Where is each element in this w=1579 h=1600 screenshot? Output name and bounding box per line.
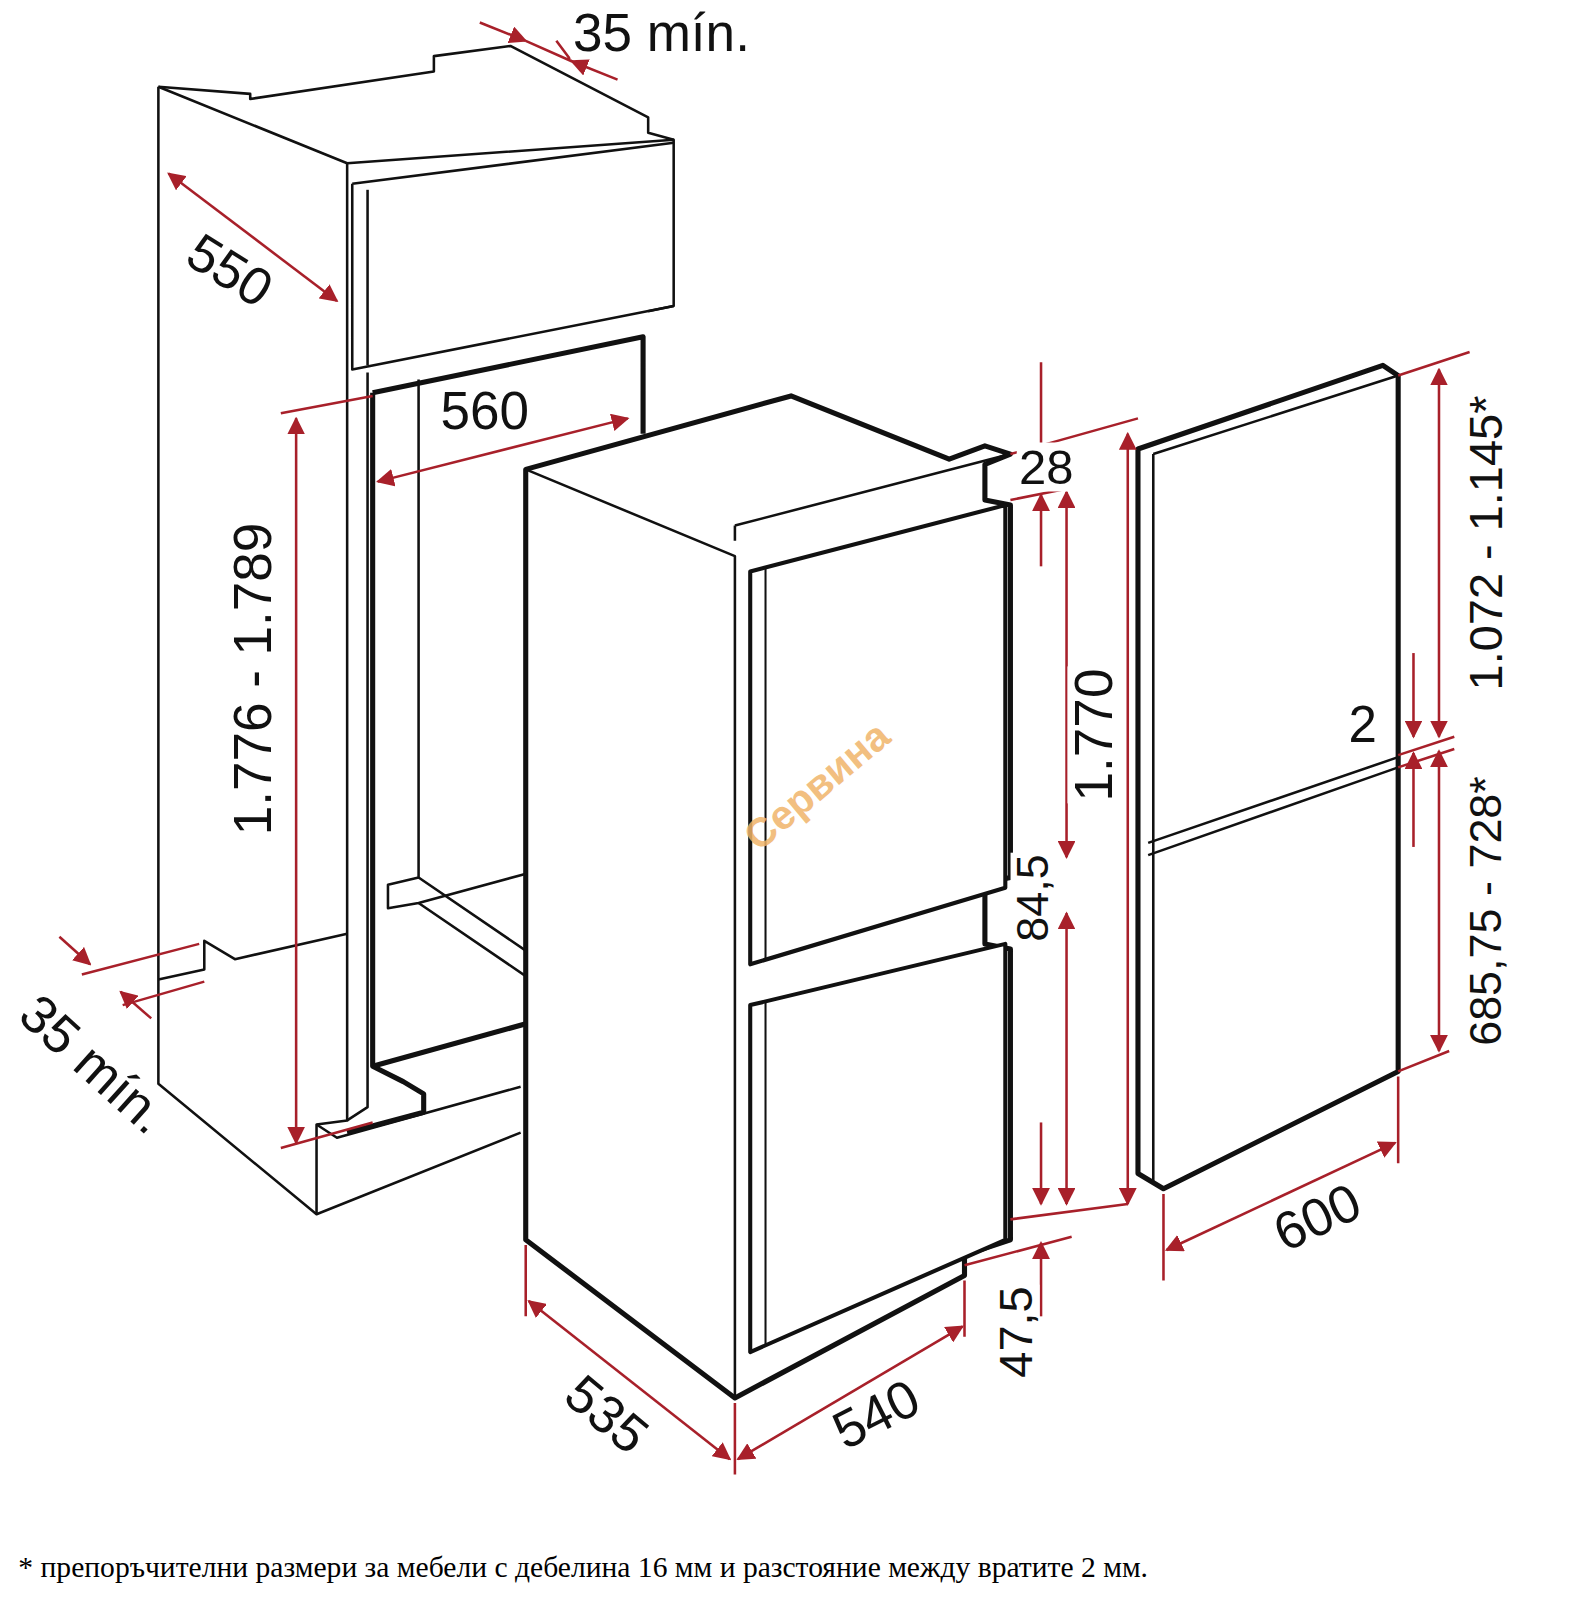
panel-lines [1148,376,1398,1182]
dimension-label: 2 [1346,699,1378,750]
footnote: * препоръчителни размери за мебели с деб… [18,1551,1148,1584]
dimension-label: 560 [439,385,532,438]
dimension-label: 1.072 - 1.145* [1463,394,1510,693]
dimension-label: 28 [1017,443,1076,492]
dimension-label: 84,5 [1010,852,1055,943]
dimension-label: 35 mín. [9,983,179,1144]
dimension-label: 540 [822,1369,929,1458]
door-edges [764,567,766,1345]
fridge-body [526,396,1011,1398]
dimension-label: 1.770 [1068,666,1121,803]
fridge-doors [750,505,1005,1352]
watermark: Сервина [735,713,898,859]
dimension-lines [59,22,1469,1474]
dimension-label: 600 [1264,1173,1370,1260]
furniture-panel [1138,365,1398,1188]
dimension-label: 35 mín. [571,6,752,59]
fridge-lines [526,454,1011,1398]
dimension-label: 47,5 [992,1284,1039,1379]
dimension-label: 535 [555,1364,660,1464]
dimension-label: 1.776 - 1.789 [227,520,280,837]
dimension-label: 550 [176,223,283,317]
dimension-label: 685,75 - 728* [1464,775,1509,1049]
